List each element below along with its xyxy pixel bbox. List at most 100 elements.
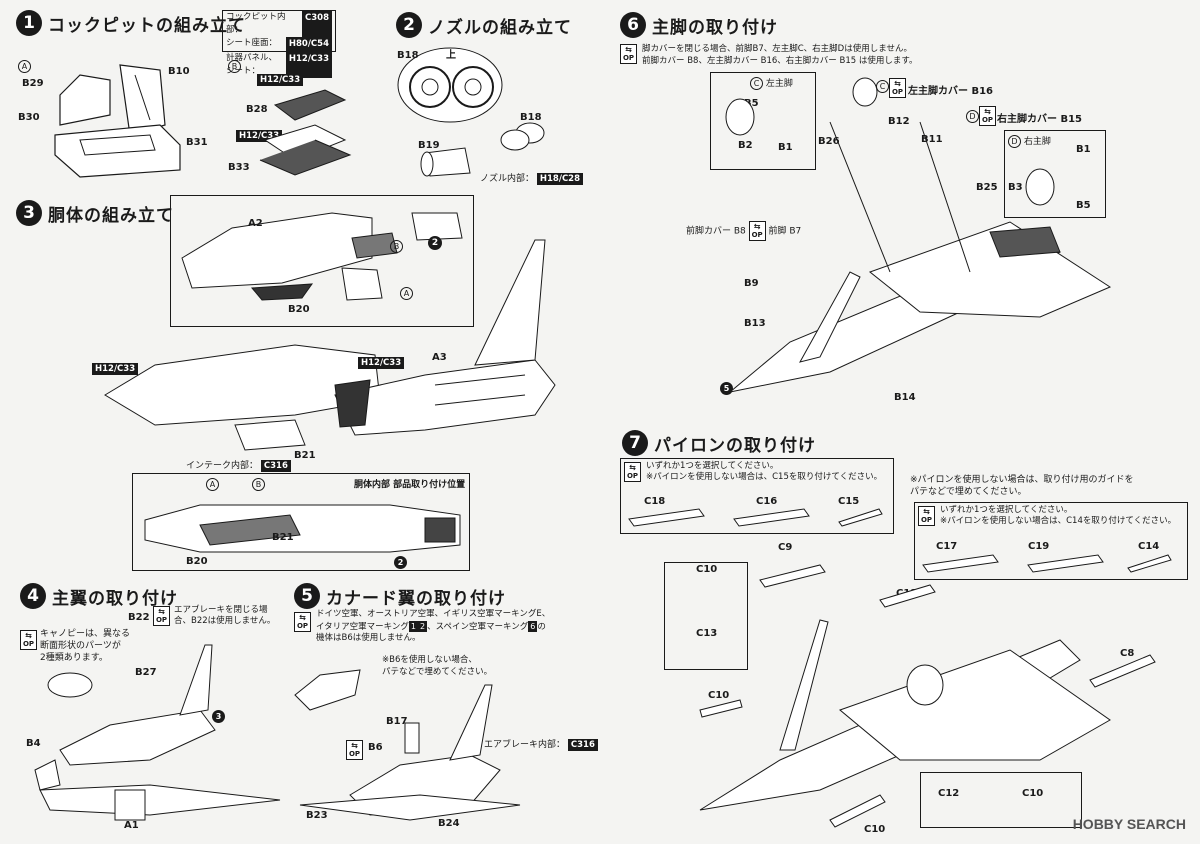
- optional-icon: ⇆OP: [918, 506, 935, 526]
- paint-code: H12/C33: [358, 357, 405, 369]
- part-label: B4: [26, 738, 41, 749]
- part-label: B19: [418, 140, 440, 151]
- part-label: C8: [1120, 648, 1135, 659]
- optional-icon: ⇆OP: [889, 78, 906, 98]
- step-number: 3: [16, 200, 42, 226]
- step-1-header: 1 コックピットの組み立て: [16, 10, 246, 36]
- paint-row: 計器パネル、シート：H12/C33: [226, 52, 332, 78]
- step-reference: 3: [212, 710, 225, 723]
- paint-row: コックピット内部：C308: [226, 11, 332, 37]
- part-label: C10: [864, 824, 886, 835]
- pylon-set-1-drawing: [628, 508, 883, 527]
- cockpit-drawing: [54, 64, 181, 178]
- part-label: C14: [1138, 541, 1160, 552]
- optional-icon: ⇆OP: [624, 462, 641, 482]
- canopy-note: キャノピーは、異なる 断面形状のパーツが 2種類あります。: [40, 629, 131, 663]
- step-5-header: 5 カナード翼の取り付け: [294, 583, 506, 609]
- nozzle-parts-drawing: [420, 122, 545, 177]
- step-number: 2: [396, 12, 422, 38]
- seat-drawing: [259, 89, 352, 176]
- paint-table: コックピット内部：C308 シート座面：H80/C54 計器パネル、シート：H1…: [222, 10, 336, 78]
- cover-label: D: [966, 110, 979, 123]
- step-number: 5: [294, 583, 320, 609]
- fuselage-detail-box: [170, 195, 474, 327]
- part-label: B17: [386, 716, 408, 727]
- part-label: B28: [246, 104, 268, 115]
- step-title: ノズルの組み立て: [428, 17, 572, 38]
- pylon-set-2-drawing: [922, 554, 1172, 573]
- step-6-header: 6 主脚の取り付け: [620, 12, 778, 38]
- optional-icon: ⇆OP: [153, 606, 170, 626]
- part-label: B22: [128, 612, 150, 623]
- pylon-assembly-drawing: [699, 564, 1156, 828]
- optional-icon: ⇆OP: [294, 612, 311, 632]
- step-title: コックピットの組み立て: [48, 15, 246, 36]
- paint-instruction: エアブレーキ内部： C316: [484, 737, 598, 751]
- no-pylon-note: ※パイロンを使用しない場合は、取り付け用のガイドを パテなどで埋めてください。: [910, 475, 1134, 497]
- fuselage-half-drawing: [181, 212, 463, 301]
- box-title: D 右主脚: [1008, 134, 1051, 148]
- paint-row: シート座面：H80/C54: [226, 37, 332, 52]
- part-label: 左主脚カバー B16: [908, 86, 994, 97]
- step-number: 7: [622, 430, 648, 456]
- part-label: B18: [520, 112, 542, 123]
- hobby-search-watermark: HOBBY SEARCH: [1072, 816, 1186, 832]
- part-label: B5: [1076, 200, 1091, 211]
- step-2-header: 2 ノズルの組み立て: [396, 12, 572, 38]
- part-label: B23: [306, 810, 328, 821]
- part-label: C10: [708, 690, 730, 701]
- part-label: C12: [938, 788, 960, 799]
- part-label: B21: [272, 532, 294, 543]
- part-label: B14: [894, 392, 916, 403]
- part-label: B33: [228, 162, 250, 173]
- part-label: C13: [696, 628, 718, 639]
- pylon-select-box-2: [914, 502, 1188, 580]
- part-label: B26: [818, 136, 840, 147]
- mark-b: B: [228, 60, 241, 73]
- step-title: 主翼の取り付け: [52, 588, 178, 609]
- optional-icon: ⇆OP: [620, 44, 637, 64]
- part-label: B31: [186, 137, 208, 148]
- part-label: B21: [294, 450, 316, 461]
- part-label: B18: [397, 50, 419, 61]
- wing-assembly-drawing: [34, 644, 281, 821]
- part-label: 前脚カバー B8 ⇆OP 前脚 B7: [686, 221, 802, 241]
- step-number: 4: [20, 583, 46, 609]
- pylon-select-box-1: [620, 458, 894, 534]
- left-main-gear-box: [710, 72, 816, 170]
- mark-a: A: [18, 60, 31, 73]
- fuselage-assembly-drawing: [104, 239, 556, 451]
- box-title: 胴体内部 部品取り付け位置: [354, 480, 466, 490]
- mark-b: B: [390, 240, 403, 253]
- step-number: 6: [620, 12, 646, 38]
- part-label: A3: [432, 352, 447, 363]
- part-label: C19: [1028, 541, 1050, 552]
- paint-instruction: ノズル内部： H18/C28: [480, 171, 584, 185]
- step-note: 脚カバーを閉じる場合、前脚B7、左主脚C、右主脚Dは使用しません。 前脚カバー …: [642, 44, 918, 66]
- part-label: C10: [1022, 788, 1044, 799]
- part-label: A2: [248, 218, 263, 229]
- part-label: B2: [738, 140, 753, 151]
- part-label: B12: [888, 116, 910, 127]
- paint-code: H12/C33: [92, 363, 139, 375]
- part-label: C17: [936, 541, 958, 552]
- b6-note: ※B6を使用しない場合、 パテなどで埋めてください。: [382, 655, 493, 677]
- optional-icon: ⇆OP: [346, 740, 363, 760]
- part-label: B11: [921, 134, 943, 145]
- fuselage-inner-box: [132, 473, 470, 571]
- step-title: カナード翼の取り付け: [326, 588, 506, 609]
- orientation-label: 上: [446, 50, 456, 61]
- step-note: エアブレーキを閉じる場合、B22は使用しません。: [174, 605, 276, 626]
- step-reference: 2: [394, 556, 407, 569]
- part-label: B20: [186, 556, 208, 567]
- paint-instruction: インテーク内部： C316: [186, 458, 291, 472]
- part-label: B20: [288, 304, 310, 315]
- nozzle-zoom-drawing: [397, 47, 503, 123]
- part-label: C18: [644, 496, 666, 507]
- part-label: 右主脚カバー B15: [997, 114, 1083, 125]
- part-label: B10: [168, 66, 190, 77]
- box-title: C 左主脚: [750, 76, 793, 90]
- part-label: B5: [744, 98, 759, 109]
- optional-icon: ⇆OP: [20, 630, 37, 650]
- step-note: ドイツ空軍、オーストリア空軍、イギリス空軍マーキングE、 イタリア空軍マーキング…: [316, 609, 551, 643]
